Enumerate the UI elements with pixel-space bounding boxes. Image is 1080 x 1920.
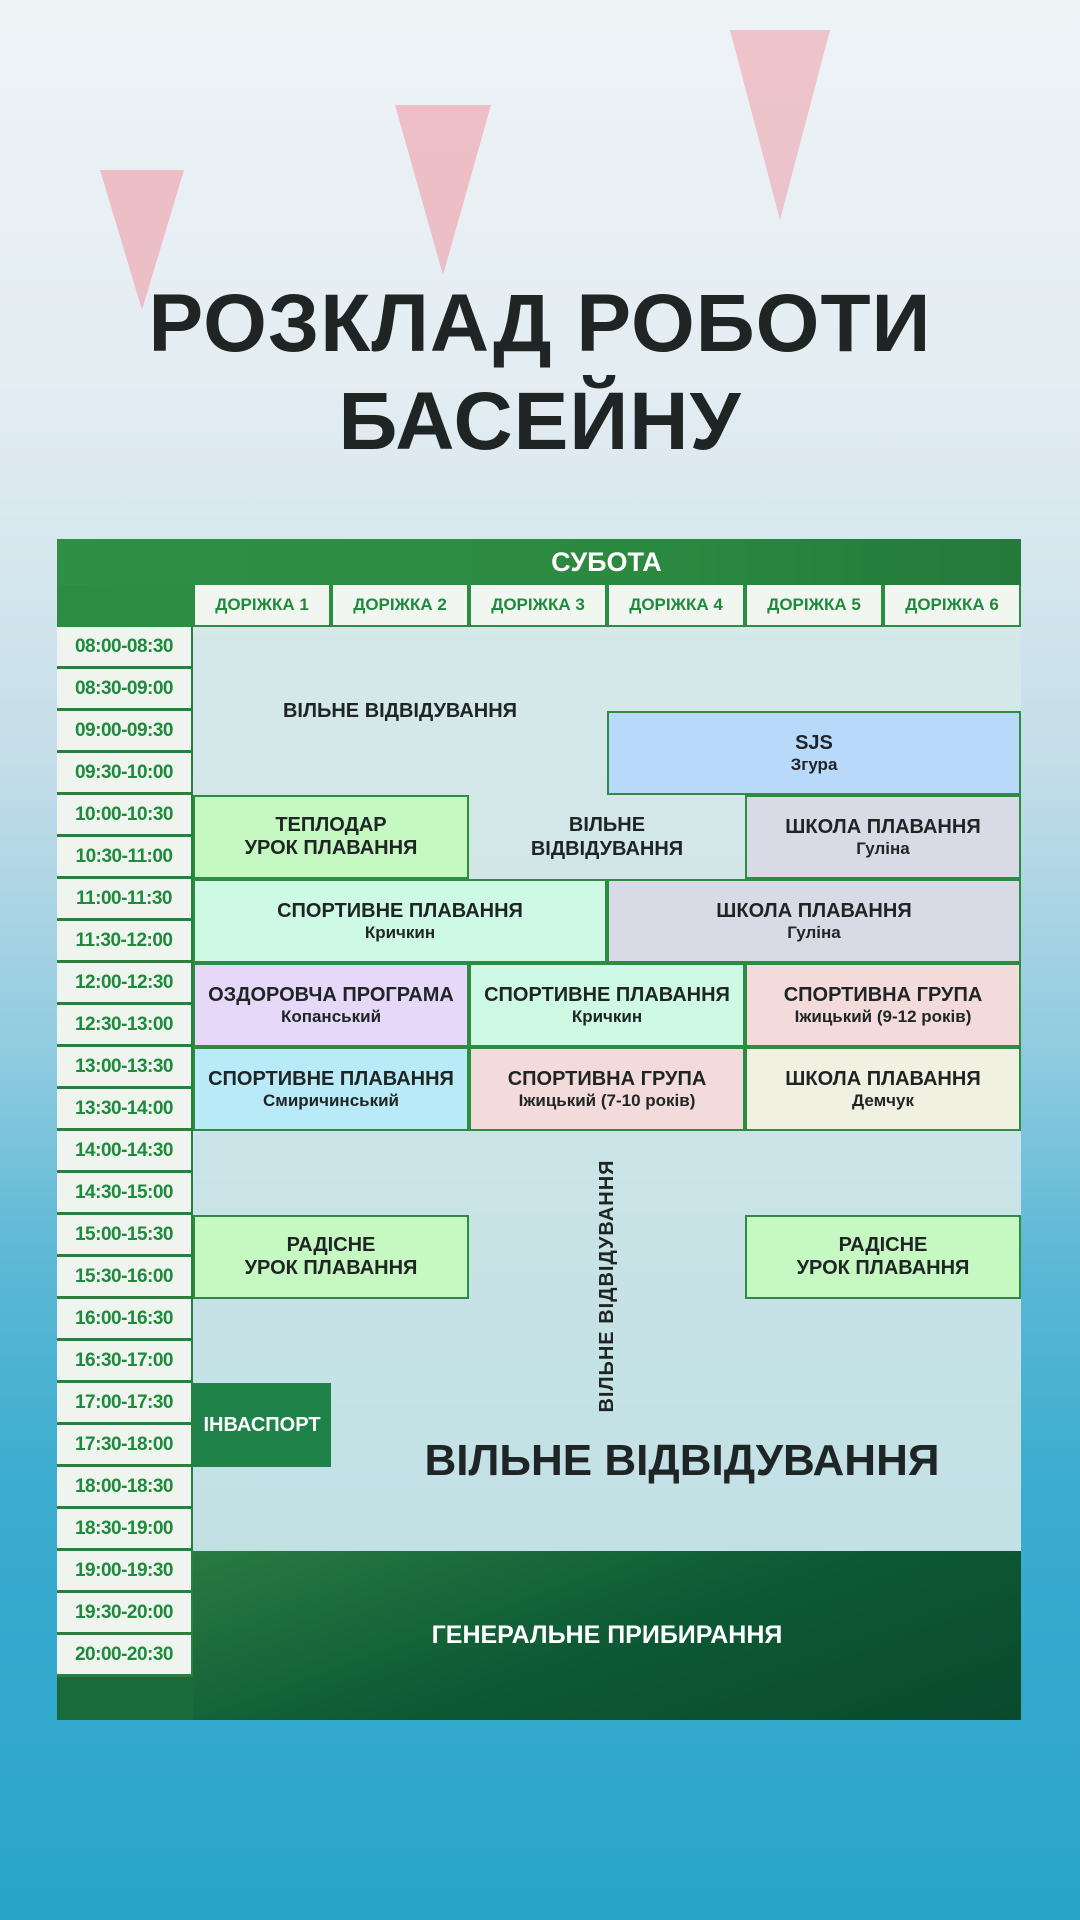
background-flag-decoration [395, 105, 491, 275]
title-line: РОЗКЛАД РОБОТИ [148, 278, 932, 369]
lane-header: ДОРІЖКА 2 [331, 585, 469, 627]
free-swim-line: ВІДВІДУВАННЯ [530, 838, 684, 860]
session-title: ШКОЛА ПЛАВАННЯ [785, 1067, 981, 1090]
lane-header: ДОРІЖКА 4 [607, 585, 745, 627]
corner-cell [57, 585, 193, 627]
session-subtitle: УРОК ПЛАВАННЯ [796, 1257, 970, 1279]
page-title: РОЗКЛАД РОБОТИ БАСЕЙНУ [0, 275, 1080, 471]
time-slot: 08:30-09:00 [57, 669, 193, 711]
lane-header: ДОРІЖКА 6 [883, 585, 1021, 627]
title-line: БАСЕЙНУ [338, 376, 742, 467]
session-title: SJS [795, 731, 833, 754]
session-title: СПОРТИВНА ГРУПА [783, 983, 983, 1006]
time-slot: 19:00-19:30 [57, 1551, 193, 1593]
session-title: ТЕПЛОДАР [275, 814, 387, 836]
session-subtitle: Смиричинський [262, 1090, 400, 1110]
session-subtitle: Демчук [852, 1090, 914, 1110]
session-subtitle: УРОК ПЛАВАННЯ [244, 1257, 418, 1279]
session-subtitle: Гуліна [787, 922, 841, 942]
session-subtitle: Іжицький (7-10 років) [518, 1090, 696, 1110]
session-title: РАДІСНЕ [286, 1234, 376, 1256]
time-slot: 20:00-20:30 [57, 1635, 193, 1677]
session-subtitle: Іжицький (9-12 років) [794, 1006, 972, 1026]
lane-header: ДОРІЖКА 1 [193, 585, 331, 627]
session-title: ШКОЛА ПЛАВАННЯ [716, 899, 912, 922]
free-swim-line: ВІЛЬНЕ [568, 814, 646, 836]
time-slot: 12:30-13:00 [57, 1005, 193, 1047]
free-swim-label-vertical: ВІЛЬНЕ ВІДВІДУВАННЯ [595, 1159, 618, 1413]
time-slot: 18:00-18:30 [57, 1467, 193, 1509]
time-slot: 11:30-12:00 [57, 921, 193, 963]
session-subtitle: Згура [790, 754, 838, 774]
session-title: СПОРТИВНА ГРУПА [507, 1067, 707, 1090]
time-slot: 09:00-09:30 [57, 711, 193, 753]
session-subtitle: УРОК ПЛАВАННЯ [244, 837, 418, 859]
session-title: СПОРТИВНЕ ПЛАВАННЯ [277, 899, 523, 922]
time-slot: 09:30-10:00 [57, 753, 193, 795]
time-slot: 12:00-12:30 [57, 963, 193, 1005]
session-subtitle: Кричкин [571, 1006, 643, 1026]
background-flag-decoration [730, 30, 830, 220]
time-slot: 15:30-16:00 [57, 1257, 193, 1299]
table-footer [57, 1677, 193, 1720]
time-slot: 14:00-14:30 [57, 1131, 193, 1173]
time-slot: 17:00-17:30 [57, 1383, 193, 1425]
time-slot: 19:30-20:00 [57, 1593, 193, 1635]
session-title: РАДІСНЕ [838, 1234, 928, 1256]
general-cleaning-block: ГЕНЕРАЛЬНЕ ПРИБИРАННЯ [193, 1551, 1021, 1720]
lane-header: ДОРІЖКА 3 [469, 585, 607, 627]
time-slot: 15:00-15:30 [57, 1215, 193, 1257]
time-slot: 10:00-10:30 [57, 795, 193, 837]
lane-header: ДОРІЖКА 5 [745, 585, 883, 627]
session-subtitle: Гуліна [856, 838, 910, 858]
time-slot: 13:30-14:00 [57, 1089, 193, 1131]
session-title: СПОРТИВНЕ ПЛАВАННЯ [208, 1067, 454, 1090]
free-swim-label-midday: ВІЛЬНЕ ВІДВІДУВАННЯ [469, 795, 745, 879]
time-slot: 17:30-18:00 [57, 1425, 193, 1467]
time-slot: 10:30-11:00 [57, 837, 193, 879]
time-slot: 08:00-08:30 [57, 627, 193, 669]
session-subtitle: Кричкин [364, 922, 436, 942]
time-slot: 16:00-16:30 [57, 1299, 193, 1341]
free-swim-label-morning: ВІЛЬНЕ ВІДВІДУВАННЯ [282, 699, 518, 722]
time-slot: 18:30-19:00 [57, 1509, 193, 1551]
session-title: СПОРТИВНЕ ПЛАВАННЯ [484, 983, 730, 1006]
time-slot: 13:00-13:30 [57, 1047, 193, 1089]
session-title: ШКОЛА ПЛАВАННЯ [785, 815, 981, 838]
time-slot: 16:30-17:00 [57, 1341, 193, 1383]
time-slot: 14:30-15:00 [57, 1173, 193, 1215]
session-title: ОЗДОРОВЧА ПРОГРАМА [208, 983, 454, 1006]
session-subtitle: Копанський [280, 1006, 382, 1026]
free-swim-label-evening: ВІЛЬНЕ ВІДВІДУВАННЯ [424, 1436, 940, 1485]
session-block: ІНВАСПОРТ [193, 1383, 331, 1467]
time-slot: 11:00-11:30 [57, 879, 193, 921]
session-title: ІНВАСПОРТ [203, 1413, 321, 1436]
day-header: СУБОТА [57, 539, 1021, 585]
